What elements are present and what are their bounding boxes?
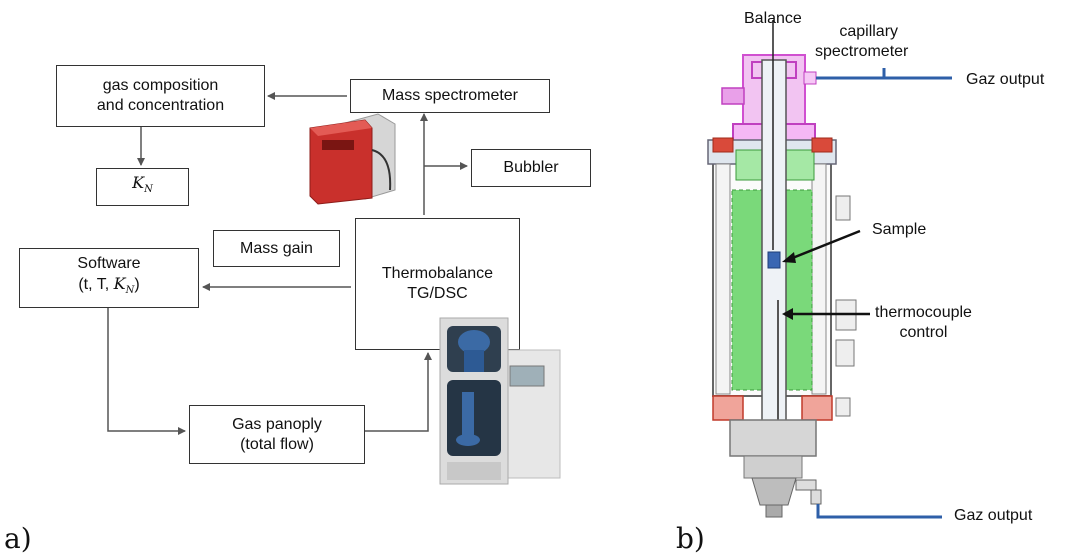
gaz-output-top-label: Gaz output — [966, 71, 1045, 88]
thermocouple-label: thermocouple control — [875, 304, 972, 341]
panel-b-label: b) — [676, 522, 705, 555]
gas-composition-line2: and concentration — [96, 97, 225, 114]
gas-panoply-box: Gas panoply (total flow) — [189, 405, 365, 464]
arrow-software-to-panoply — [107, 308, 186, 435]
thermobalance-box: Thermobalance TG/DSC — [355, 218, 520, 350]
capillary-label: capillary spectrometer — [815, 23, 909, 60]
balance-label: Balance — [744, 10, 802, 27]
arrow-panoply-to-tb — [365, 352, 432, 432]
bubbler-box: Bubbler — [471, 149, 591, 187]
thermobalance-line1: Thermobalance — [381, 265, 494, 282]
mass-gain-label: Mass gain — [240, 239, 313, 257]
bubbler-label: Bubbler — [503, 159, 559, 176]
gas-composition-line1: gas composition — [102, 77, 219, 94]
kn-label: KN — [132, 173, 153, 196]
software-line1: Software — [77, 255, 141, 273]
gas-panoply-line1: Gas panoply — [232, 415, 322, 433]
gaz-output-bottom-pipe — [816, 504, 942, 519]
sample-label: Sample — [872, 221, 927, 238]
thermobalance-line2: TG/DSC — [407, 285, 468, 302]
panel-a-label: a) — [4, 522, 32, 555]
gaz-output-bottom-label: Gaz output — [954, 507, 1033, 524]
mass-spectrometer-label: Mass spectrometer — [381, 87, 519, 104]
software-box: Software (t, T, KN) — [19, 248, 199, 308]
gas-panoply-line2: (total flow) — [240, 435, 314, 453]
gas-composition-box: gas composition and concentration — [56, 65, 265, 127]
mass-spectrometer-box: Mass spectrometer — [350, 79, 550, 113]
mass-gain-box: Mass gain — [213, 230, 340, 267]
kn-box: KN — [96, 168, 189, 206]
software-line2: (t, T, KN) — [78, 274, 140, 297]
sample-pointer — [789, 229, 861, 261]
